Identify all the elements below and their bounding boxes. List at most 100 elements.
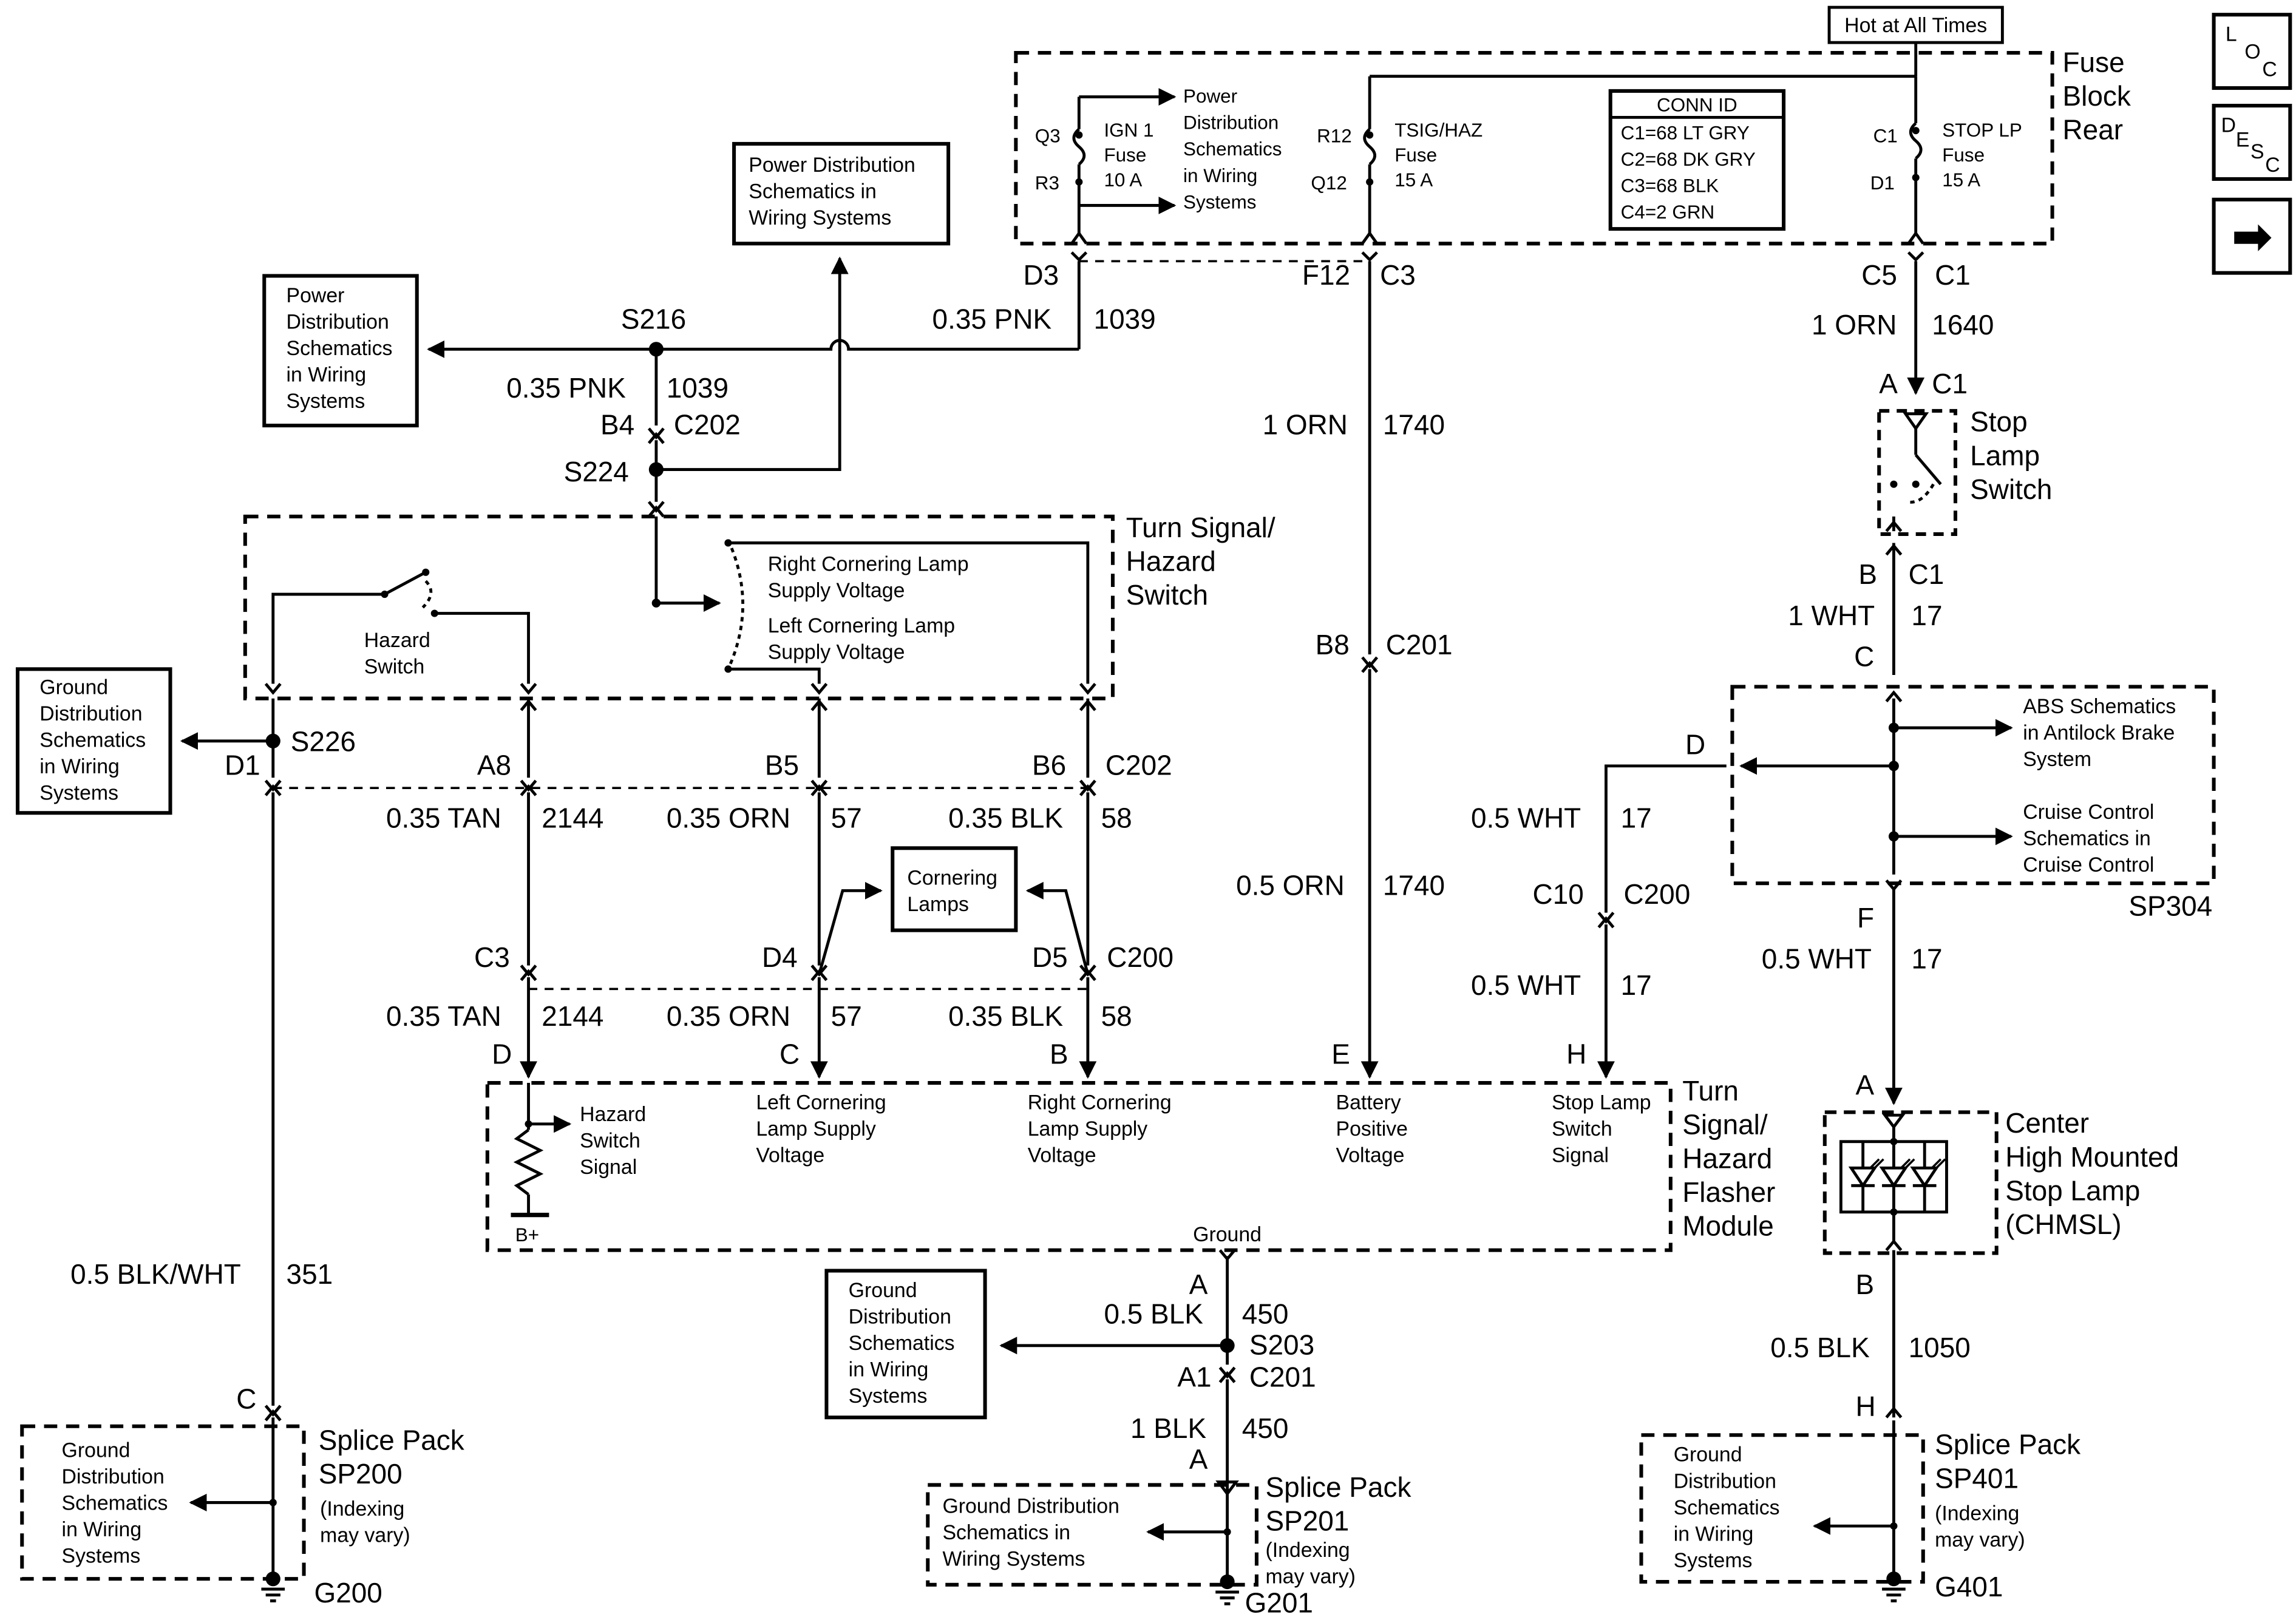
tsw-right-1: Right Cornering Lamp [768, 552, 969, 575]
wire-blk-lower: 0.35 BLK [948, 1000, 1063, 1032]
sp200-label-2: SP200 [319, 1458, 402, 1490]
circuit-58-upper: 58 [1101, 802, 1132, 833]
c202-pin-b5: B5 [765, 749, 799, 781]
loc-letter-o: O [2244, 41, 2260, 64]
mod-gnd-circuit: 450 [1242, 1298, 1289, 1330]
conn-id-title: CONN ID [1657, 95, 1737, 116]
left-gnd-wire: 0.5 BLK/WHT [70, 1258, 241, 1290]
sp200-pin-c: C [236, 1383, 256, 1415]
tsig-label-3: 15 A [1394, 169, 1433, 191]
stop-switch-label-2: Lamp [1970, 439, 2040, 471]
c201-label-lower: C201 [1249, 1361, 1316, 1392]
s226-splice [265, 733, 280, 748]
power-distribution-box-top: Power Distribution Schematics in Wiring … [732, 141, 951, 246]
chmsl-label-2: High Mounted [2005, 1141, 2179, 1173]
fuse-block-title-3: Rear [2063, 114, 2124, 146]
sp200-splice-pack [20, 1417, 306, 1581]
chmsl-pin-a: A [1856, 1069, 1875, 1100]
svg-text:in Wiring: in Wiring [287, 364, 367, 387]
s226-wiring [180, 698, 1088, 1422]
svg-text:Switch: Switch [1552, 1117, 1612, 1141]
tsw-right-2: Supply Voltage [768, 579, 905, 602]
svg-text:in Wiring: in Wiring [849, 1358, 929, 1381]
mod-gnd-wire-2: 1 BLK [1130, 1412, 1206, 1444]
tsig-circuit [1360, 261, 1379, 1079]
conn-id-table: CONN ID C1=68 LT GRY C2=68 DK GRY C3=68 … [1608, 89, 1786, 231]
svg-text:Systems: Systems [39, 782, 118, 805]
fuse-block-title-1: Fuse [2063, 46, 2125, 78]
flasher-ground-label: Ground [1193, 1223, 1262, 1246]
tsw-hazard-2: Switch [364, 656, 425, 679]
desc-button[interactable]: D E S C [2212, 104, 2292, 181]
svg-text:in Antilock Brake: in Antilock Brake [2023, 721, 2175, 744]
left-gnd-circuit: 351 [287, 1258, 333, 1290]
stop-fb-conn: C1 [1935, 259, 1971, 291]
sp201-pin-a: A [1189, 1443, 1208, 1475]
fb-pd-5: Systems [1183, 191, 1257, 212]
stop-wire: 1 ORN [1812, 309, 1897, 341]
next-page-button[interactable]: ➡ [2212, 197, 2292, 275]
svg-text:Schematics: Schematics [39, 728, 146, 751]
svg-text:may vary): may vary) [1935, 1528, 2025, 1551]
wire-tan-upper: 0.35 TAN [386, 802, 501, 833]
sp304-pin-d: D [1685, 729, 1705, 761]
loc-button[interactable]: L O C [2212, 13, 2292, 90]
chmsl-label-3: Stop Lamp [2005, 1175, 2140, 1206]
stop-sig-wire-2: 0.5 WHT [1471, 969, 1581, 1001]
hot-at-all-times-label: Hot at All Times [1827, 5, 2004, 44]
stop-fuse-pin-c1: C1 [1873, 125, 1898, 146]
ign-circuit-num: 1039 [1094, 303, 1156, 335]
svg-text:Schematics: Schematics [62, 1492, 168, 1515]
ign1-label-3: 10 A [1104, 169, 1142, 191]
svg-text:Systems: Systems [62, 1545, 141, 1568]
cornering-lamps-box: Cornering Lamps [891, 846, 1018, 932]
tsig-wire: 1 ORN [1263, 409, 1348, 441]
flasher-label-1: Turn [1682, 1075, 1739, 1107]
tsw-label-2: Hazard [1126, 545, 1216, 577]
desc-letter-s: S [2250, 140, 2264, 163]
svg-text:Distribution: Distribution [849, 1306, 951, 1329]
g401-label: G401 [1935, 1571, 2003, 1602]
ign-wire-2: 0.35 PNK [506, 372, 626, 404]
ign-fb-pin: D3 [1023, 259, 1059, 291]
svg-text:Schematics: Schematics [849, 1332, 955, 1355]
stop-sig-circuit-2: 17 [1621, 969, 1652, 1001]
svg-text:(Indexing: (Indexing [320, 1497, 404, 1520]
c202-pin-b6: B6 [1032, 749, 1066, 781]
sp304-pin-c: C [1854, 641, 1874, 673]
tsw-label-3: Switch [1126, 579, 1208, 611]
svg-text:Cornering: Cornering [907, 867, 997, 890]
svg-text:Voltage: Voltage [1028, 1144, 1096, 1167]
svg-text:(Indexing: (Indexing [1935, 1502, 2019, 1525]
svg-text:Ground: Ground [39, 676, 108, 699]
svg-text:Positive: Positive [1336, 1117, 1408, 1141]
desc-letter-e: E [2236, 129, 2250, 152]
svg-text:Schematics: Schematics [1674, 1496, 1780, 1519]
svg-text:Voltage: Voltage [756, 1144, 824, 1167]
svg-text:Signal: Signal [580, 1156, 637, 1179]
tsig-label-1: TSIG/HAZ [1394, 120, 1483, 141]
tsw-left-1: Left Cornering Lamp [768, 614, 955, 637]
sp304-label: SP304 [2128, 890, 2212, 921]
svg-text:Schematics: Schematics [287, 337, 393, 360]
tsig-pin-r12: R12 [1317, 125, 1352, 146]
svg-text:Ground: Ground [1674, 1443, 1742, 1466]
g201-label: G201 [1245, 1587, 1313, 1617]
next-arrow-icon: ➡ [2232, 211, 2272, 263]
c202-pin-b4: B4 [600, 409, 634, 441]
s224-splice [648, 462, 664, 477]
svg-text:Switch: Switch [580, 1129, 640, 1152]
svg-text:Distribution: Distribution [1674, 1470, 1776, 1493]
fuse-block-rear: Fuse Block Rear Q3 R3 IGN 1 Fuse 10 A Po… [1014, 46, 2131, 246]
fb-pd-3: Schematics [1183, 138, 1282, 160]
flasher-label-4: Flasher [1682, 1176, 1775, 1208]
s216-label: S216 [621, 303, 686, 335]
svg-text:Systems: Systems [287, 390, 365, 413]
stop-circuit [1877, 261, 1958, 676]
flasher-pin-h: H [1566, 1039, 1586, 1070]
svg-text:Battery: Battery [1336, 1091, 1401, 1114]
wire-blk-upper: 0.35 BLK [948, 802, 1063, 833]
stop-switch-label-1: Stop [1970, 406, 2027, 438]
power-distribution-box-left: Power Distribution Schematics in Wiring … [262, 274, 419, 428]
c200-label-right: C200 [1623, 878, 1690, 910]
